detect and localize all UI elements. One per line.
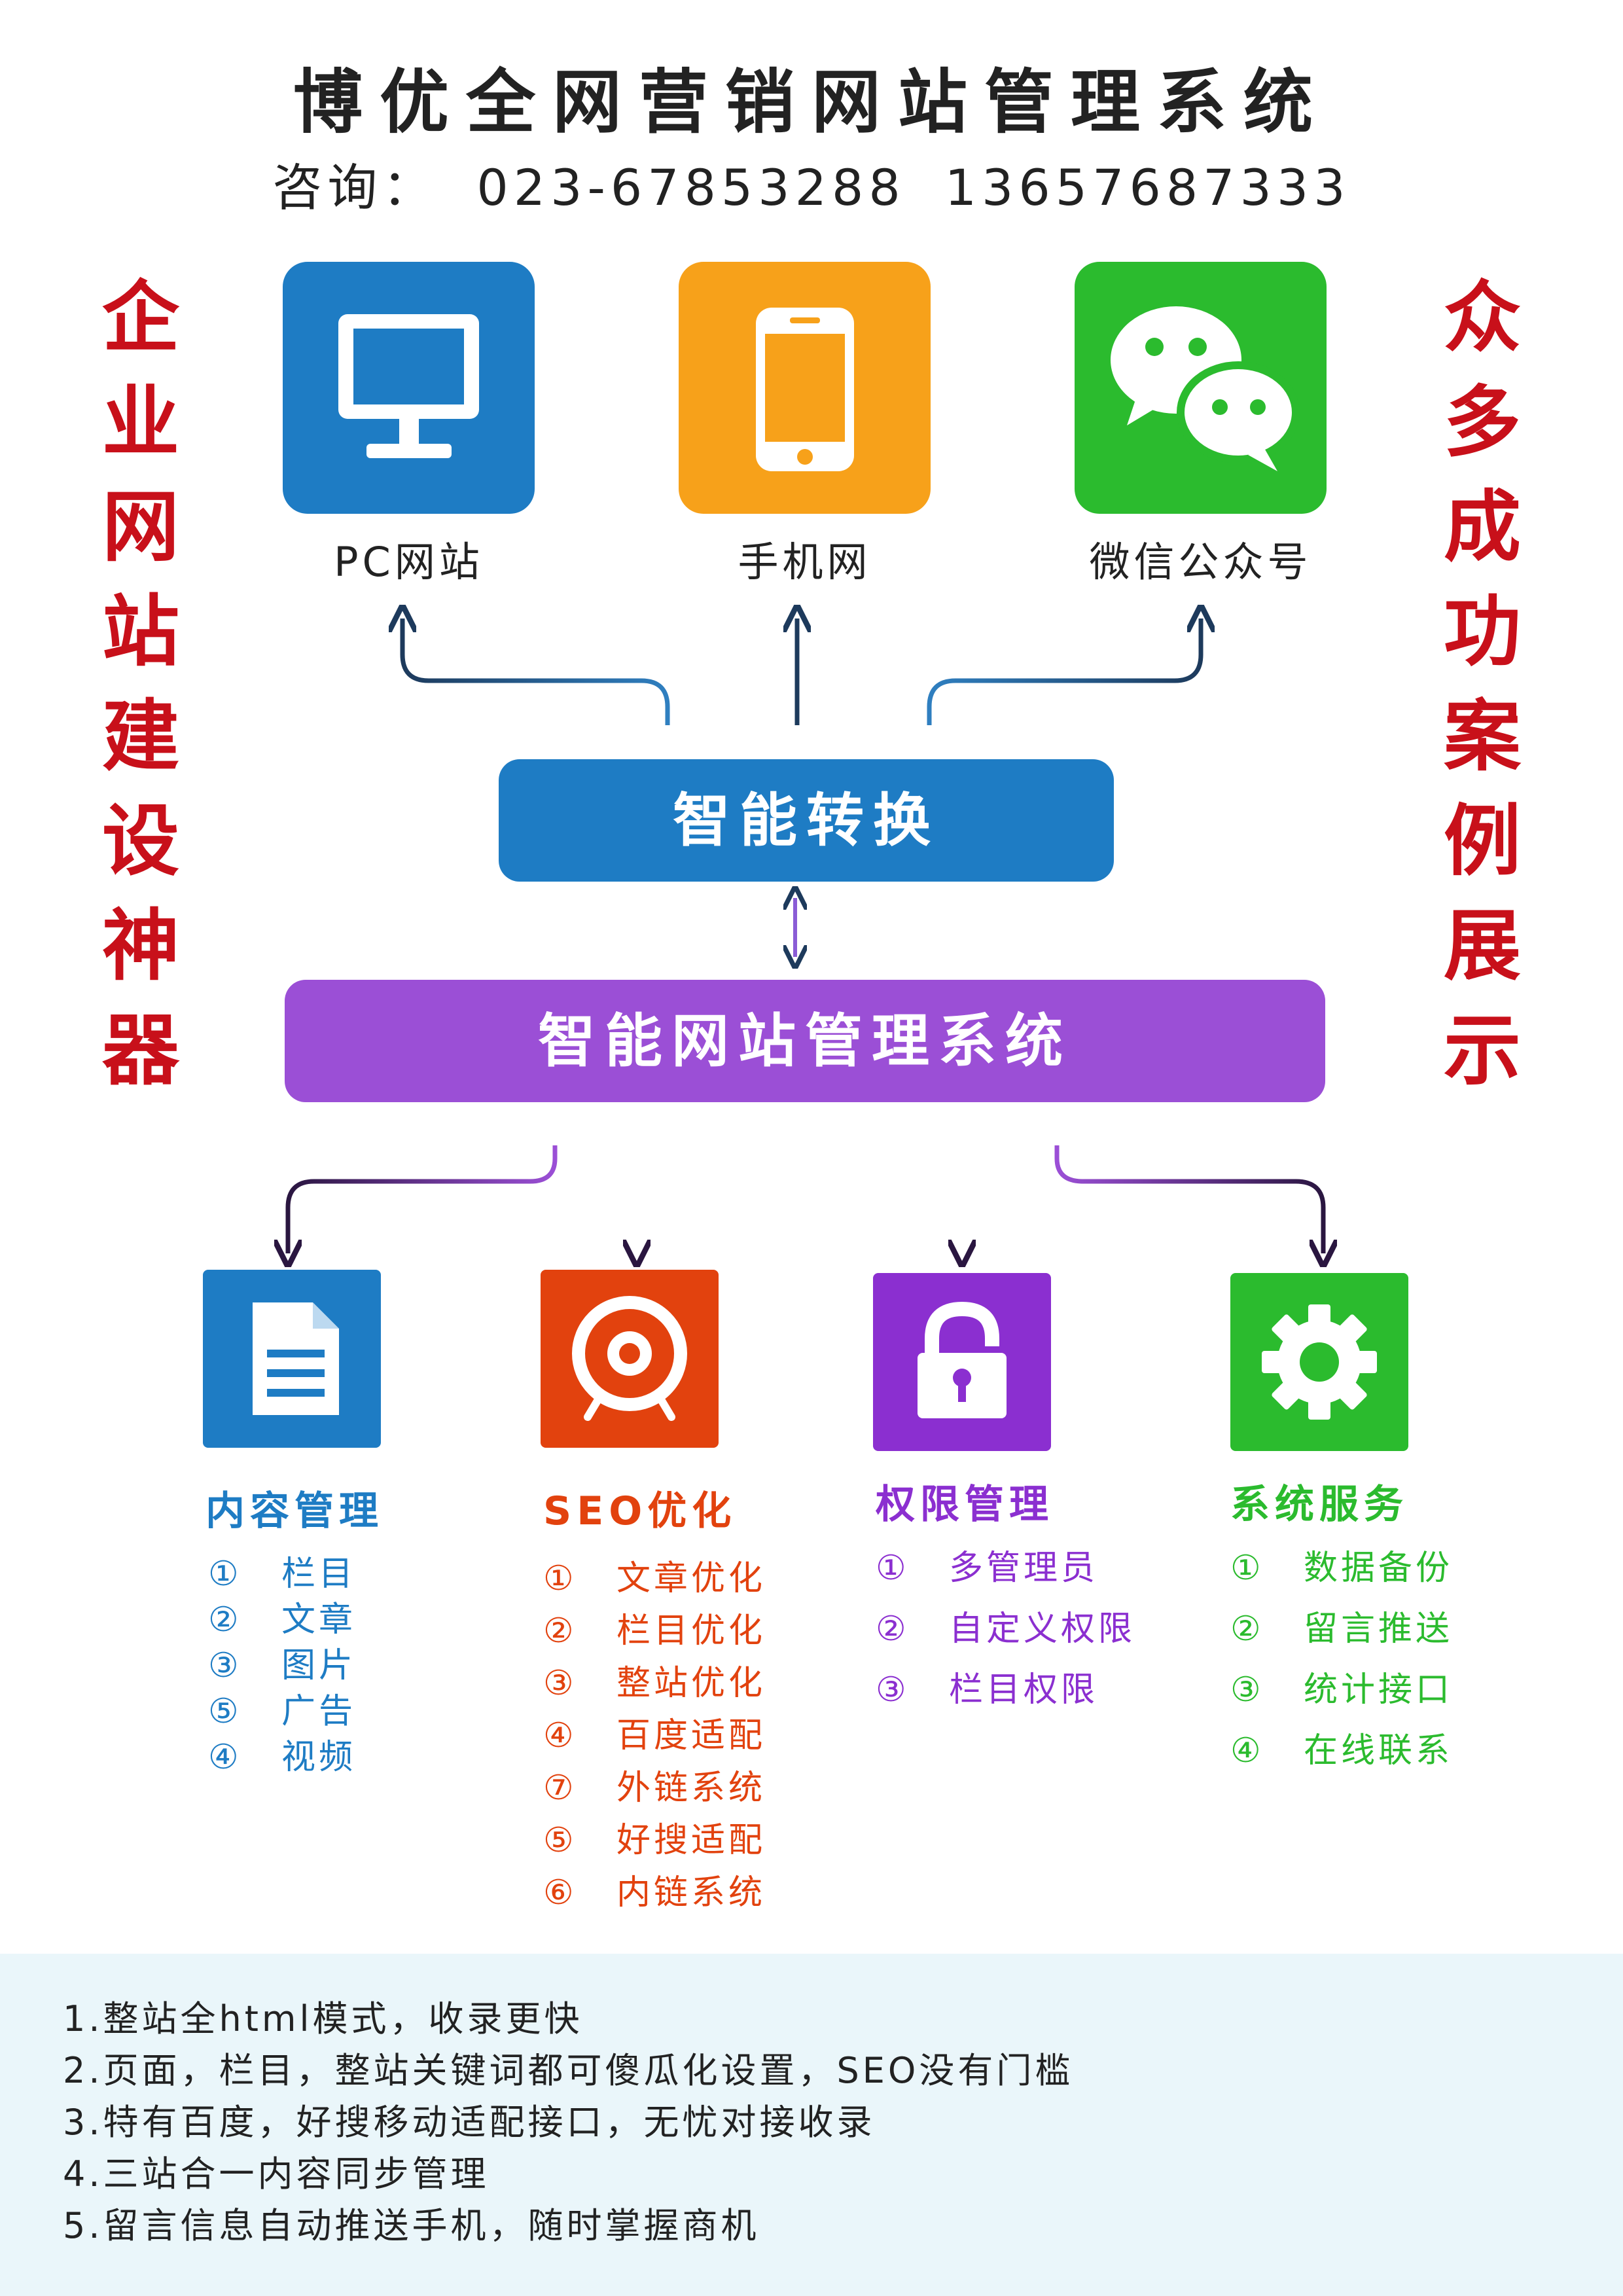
contact-label: 咨询： [272,158,438,217]
feature-item: 1.整站全html模式，收录更快 [63,1998,583,2039]
module-title-system: 系统服务 [1230,1482,1408,1528]
feature-item: 3.特有百度，好搜移动适配接口，无忧对接收录 [63,2102,876,2143]
platform-tile-mobile [679,262,931,514]
platform-label-mobile: 手机网 [738,538,872,586]
gear-icon [1262,1304,1377,1420]
cms-box: 智能网站管理系统 [285,980,1325,1102]
platform-tile-wechat [1075,262,1327,514]
module-tile-permission [873,1273,1051,1451]
module-tile-system [1230,1273,1408,1451]
platform-tile-pc [283,262,535,514]
page-title: 博优全网营销网站管理系统 [293,62,1330,143]
contact-line: 咨询： 023-67853288 13657687333 [0,147,1623,219]
module-tile-seo [541,1270,719,1448]
module-title-seo: SEO优化 [543,1488,737,1534]
contact-phone-1: 023-67853288 [476,158,906,217]
features-panel: 1.整站全html模式，收录更快 2.页面，栏目，整站关键词都可傻瓜化设置，SE… [0,1954,1623,2296]
platform-label-wechat: 微信公众号 [1089,538,1312,586]
features-list: 1.整站全html模式，收录更快 2.页面，栏目，整站关键词都可傻瓜化设置，SE… [63,1993,1073,2251]
feature-item: 4.三站合一内容同步管理 [63,2153,490,2195]
smart-convert-box: 智能转换 [499,759,1114,882]
contact-phone-2: 13657687333 [944,158,1351,217]
lock-icon [918,1301,1007,1418]
side-slogan-right: 众多成功案例展示 [1443,272,1521,1096]
module-tile-content [203,1270,381,1448]
feature-item: 2.页面，栏目，整站关键词都可傻瓜化设置，SEO没有门槛 [63,2050,1074,2091]
side-slogan-left: 企业网站建设神器 [101,272,179,1096]
target-icon [572,1296,687,1421]
wechat-icon [1111,306,1300,471]
module-title-content: 内容管理 [205,1488,383,1534]
connector-arrows [0,0,1623,1309]
phone-icon [756,308,854,471]
feature-item: 5.留言信息自动推送手机，随时掌握商机 [63,2205,760,2246]
platform-label-pc: PC网站 [334,538,484,586]
monitor-icon [338,314,479,458]
document-icon [253,1302,339,1415]
module-title-permission: 权限管理 [876,1482,1054,1528]
